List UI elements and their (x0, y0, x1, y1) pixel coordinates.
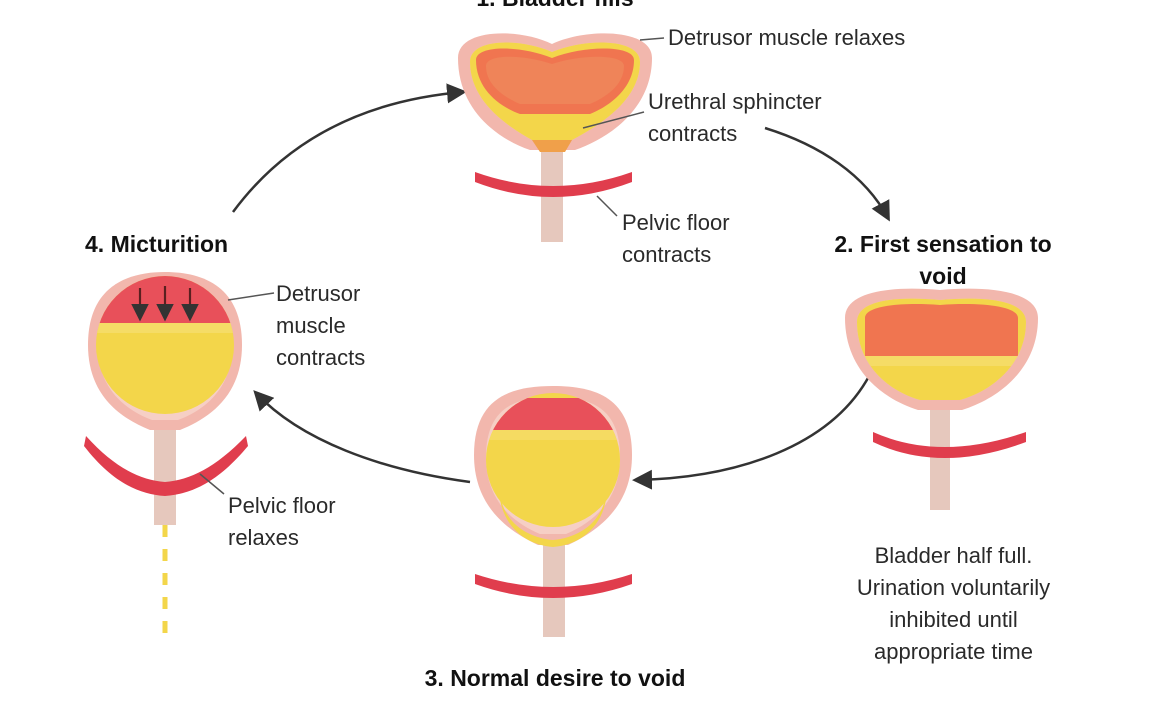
stage-3-title: 3. Normal desire to void (424, 665, 686, 691)
contraction-arrows (131, 286, 199, 322)
stage-1-title: 1. Bladder fills (430, 0, 680, 14)
label-detrusor-relaxes: Detrusor muscle relaxes (668, 25, 906, 50)
pelvic-floor (475, 574, 632, 598)
arrow-4-to-1 (231, 83, 467, 213)
label-pelvic-floor-relaxes: Pelvic floor relaxes (228, 493, 336, 550)
urethral-sphincter (532, 140, 572, 152)
label-urethral-sphincter: Urethral sphincter contracts (648, 89, 822, 146)
arrow-3-to-4 (253, 390, 471, 484)
label-pelvic-floor-contracts: Pelvic floor contracts (622, 210, 730, 267)
arrow-1-to-2 (764, 126, 890, 222)
pelvic-floor (475, 172, 632, 197)
label-detrusor-contracts: Detrusor muscle contracts (276, 281, 366, 370)
pelvic-floor (84, 436, 248, 496)
bladder-stage-1 (458, 33, 665, 242)
bladder-stage-3 (474, 386, 632, 637)
stage-4-title: 4. Micturition (85, 231, 229, 257)
stage-2-note: Bladder half full. Urination voluntarily… (856, 543, 1051, 664)
arrow-2-to-3 (632, 377, 870, 490)
stage-2-title: 2. First sensation to void (834, 231, 1052, 289)
bladder-stage-2 (845, 288, 1038, 510)
pelvic-floor (873, 432, 1026, 458)
urethra (154, 420, 176, 525)
bladder-stage-4 (84, 272, 275, 640)
